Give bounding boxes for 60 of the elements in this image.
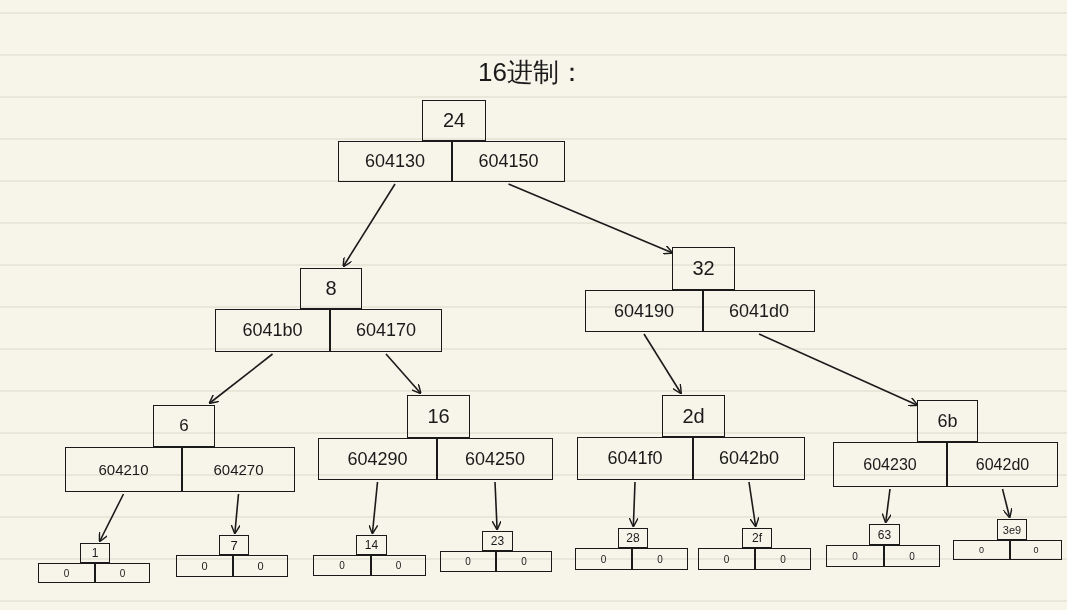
arrow	[208, 353, 274, 405]
key-box: 8	[300, 268, 362, 309]
title: 16进制：	[478, 56, 585, 89]
arrow	[748, 481, 760, 528]
arrow	[1001, 488, 1013, 519]
pointer-cell: 0	[496, 551, 552, 572]
pointer-cell: 0	[575, 548, 632, 570]
key-box: 2f	[742, 528, 772, 548]
key-box: 3e9	[997, 519, 1027, 540]
arrow	[881, 488, 892, 524]
arrow	[230, 493, 241, 535]
pointer-cell: 6042b0	[693, 437, 805, 480]
key-box: 23	[482, 531, 513, 551]
arrow	[368, 481, 379, 535]
pointer-cell: 6041b0	[215, 309, 330, 352]
arrow	[98, 493, 125, 543]
arrow	[342, 183, 396, 268]
arrow	[385, 353, 422, 395]
pointer-cell: 0	[38, 563, 95, 583]
key-box: 2d	[662, 395, 725, 437]
pointer-cell: 604270	[182, 447, 295, 492]
pointer-cell: 0	[233, 555, 288, 577]
pointer-cell: 604170	[330, 309, 442, 352]
pointer-cell: 604190	[585, 290, 703, 332]
arrow	[758, 333, 919, 407]
pointer-cell: 604250	[437, 438, 553, 480]
key-box: 16	[407, 395, 470, 438]
arrow	[491, 481, 502, 531]
pointer-cell: 604210	[65, 447, 182, 492]
pointer-cell: 0	[698, 548, 755, 570]
pointer-cell: 604130	[338, 141, 452, 182]
key-box: 28	[618, 528, 648, 548]
pointer-cell: 0	[313, 555, 371, 576]
pointer-cell: 6042d0	[947, 442, 1058, 487]
pointer-cell: 0	[371, 555, 426, 576]
pointer-cell: 604230	[833, 442, 947, 487]
pointer-cell: 0	[1010, 540, 1062, 560]
pointer-cell: 6041d0	[703, 290, 815, 332]
pointer-cell: 0	[95, 563, 150, 583]
pointer-cell: 0	[884, 545, 940, 567]
pointer-cell: 0	[826, 545, 884, 567]
key-box: 24	[422, 100, 486, 141]
pointer-cell: 0	[755, 548, 811, 570]
pointer-cell: 604290	[318, 438, 437, 480]
pointer-cell: 0	[953, 540, 1010, 560]
arrow	[507, 183, 674, 255]
arrow	[628, 481, 639, 528]
key-box: 1	[80, 543, 110, 563]
pointer-cell: 6041f0	[577, 437, 693, 480]
key-box: 6	[153, 405, 215, 447]
pointer-cell: 0	[176, 555, 233, 577]
key-box: 7	[219, 535, 249, 555]
key-box: 6b	[917, 400, 978, 442]
pointer-cell: 604150	[452, 141, 565, 182]
key-box: 14	[356, 535, 387, 555]
pointer-cell: 0	[440, 551, 496, 572]
pointer-cell: 0	[632, 548, 688, 570]
key-box: 63	[869, 524, 900, 545]
key-box: 32	[672, 247, 735, 290]
arrow	[643, 333, 682, 395]
